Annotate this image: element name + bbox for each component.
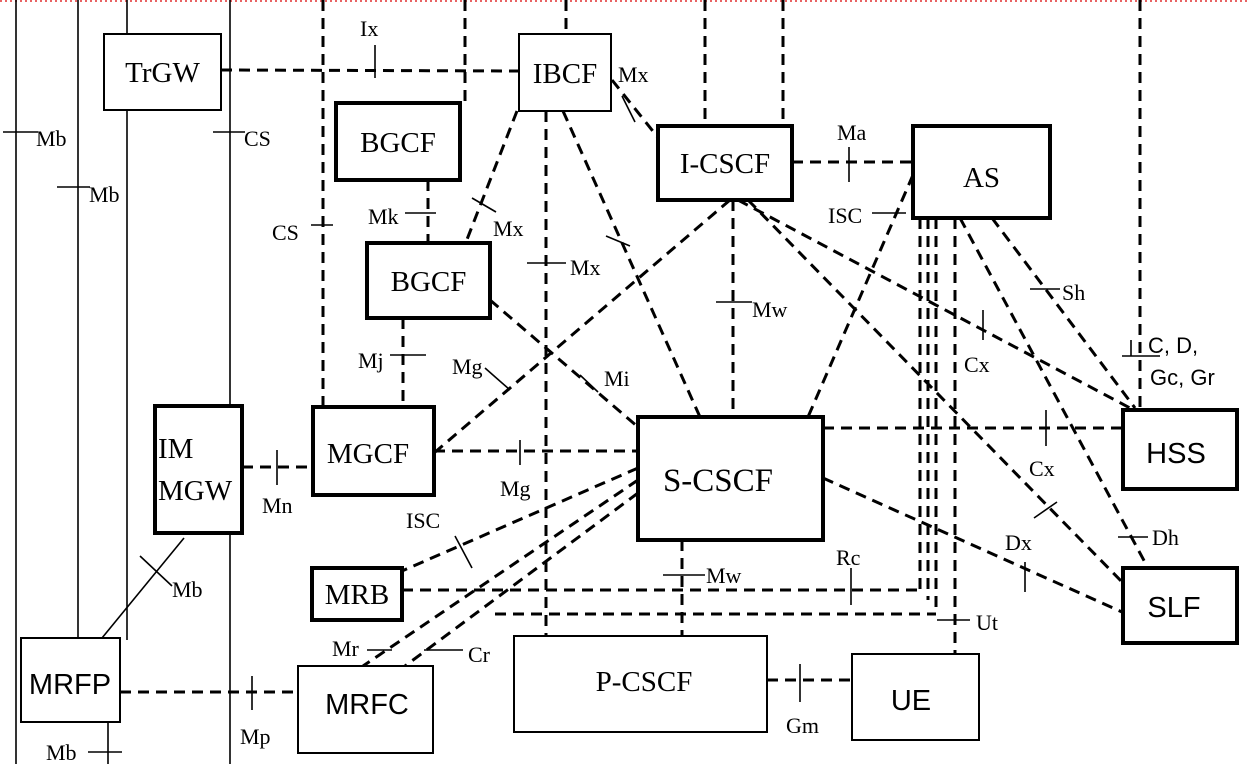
- node-i-cscf: I-CSCF: [656, 124, 794, 202]
- label-mg-diag: Mg: [452, 354, 483, 379]
- label-dx: Dx: [1005, 530, 1032, 555]
- label-mw-bottom: Mw: [706, 563, 742, 588]
- label-mr: Mr: [332, 636, 360, 661]
- label-ut: Ut: [976, 610, 998, 635]
- label-mg-mid: Mg: [500, 476, 531, 501]
- node-s-cscf: S-CSCF: [636, 415, 825, 542]
- label-rc: Rc: [836, 545, 861, 570]
- node-label: MRB: [325, 579, 389, 611]
- node-label: MRFC: [325, 689, 409, 721]
- node-hss: HSS: [1121, 408, 1239, 491]
- node-label: MGCF: [327, 438, 409, 470]
- node-label: I-CSCF: [680, 148, 770, 180]
- label-mj: Mj: [358, 348, 384, 373]
- dashed-connections: [120, 0, 1150, 694]
- node-label: BGCF: [391, 266, 467, 298]
- label-isc-mrb: ISC: [406, 508, 440, 533]
- label-cs-top: CS: [244, 126, 271, 151]
- node-bgcf-bottom: BGCF: [365, 241, 492, 320]
- label-mx-bgcf: Mx: [493, 216, 524, 241]
- label-cr: Cr: [468, 642, 491, 667]
- node-label: P-CSCF: [596, 666, 693, 698]
- left-solid-lines: [15, 0, 231, 764]
- label-gm: Gm: [786, 713, 819, 738]
- node-ue: UE: [851, 653, 980, 741]
- node-label: BGCF: [360, 127, 436, 159]
- label-dh: Dh: [1152, 525, 1179, 550]
- node-label-line1: IM: [158, 433, 193, 465]
- node-slf: SLF: [1121, 566, 1239, 645]
- node-label: IBCF: [533, 58, 597, 90]
- label-mb-mrfp: Mb: [172, 577, 203, 602]
- label-mb-left: Mb: [36, 126, 67, 151]
- label-isc-as: ISC: [828, 203, 862, 228]
- label-mx-mid: Mx: [570, 255, 601, 280]
- node-bgcf-top: BGCF: [334, 101, 462, 182]
- label-ix: Ix: [360, 16, 378, 41]
- label-mb-bottom: Mb: [46, 740, 77, 764]
- label-mb-mid: Mb: [89, 182, 120, 207]
- node-label: AS: [963, 162, 1000, 194]
- node-label: S-CSCF: [663, 463, 773, 499]
- node-mrfp: MRFP: [20, 637, 121, 723]
- label-mn: Mn: [262, 493, 293, 518]
- node-mgcf: MGCF: [311, 405, 436, 497]
- node-label-line2: MGW: [158, 475, 233, 507]
- label-cx-mid: Cx: [1029, 456, 1055, 481]
- node-ibcf: IBCF: [518, 33, 612, 112]
- label-ma: Ma: [837, 120, 867, 145]
- interface-labels: Ix Mx Mb CS Mb Ma ISC Mk Mx CS Mx Sh Mw …: [36, 16, 1215, 764]
- node-trgw: TrGW: [103, 33, 222, 111]
- node-im-mgw: IM MGW: [153, 404, 244, 535]
- node-mrb: MRB: [310, 566, 404, 622]
- label-c-d: C, D,: [1148, 333, 1198, 358]
- node-mrfc: MRFC: [297, 665, 434, 754]
- label-gc-gr: Gc, Gr: [1150, 365, 1215, 390]
- node-label: TrGW: [125, 57, 200, 89]
- label-cx-top: Cx: [964, 352, 990, 377]
- label-mi: Mi: [604, 366, 630, 391]
- label-mx-top: Mx: [618, 62, 649, 87]
- interface-ticks: [3, 45, 1160, 753]
- node-label: MRFP: [29, 669, 111, 701]
- label-mw-top: Mw: [752, 297, 788, 322]
- label-mk: Mk: [368, 204, 399, 229]
- label-mp: Mp: [240, 724, 271, 749]
- node-as: AS: [911, 124, 1052, 220]
- node-label: HSS: [1146, 438, 1206, 470]
- label-cs-left: CS: [272, 220, 299, 245]
- node-label: SLF: [1147, 592, 1200, 624]
- node-p-cscf: P-CSCF: [513, 635, 768, 733]
- label-sh: Sh: [1062, 280, 1085, 305]
- node-label: UE: [891, 685, 931, 717]
